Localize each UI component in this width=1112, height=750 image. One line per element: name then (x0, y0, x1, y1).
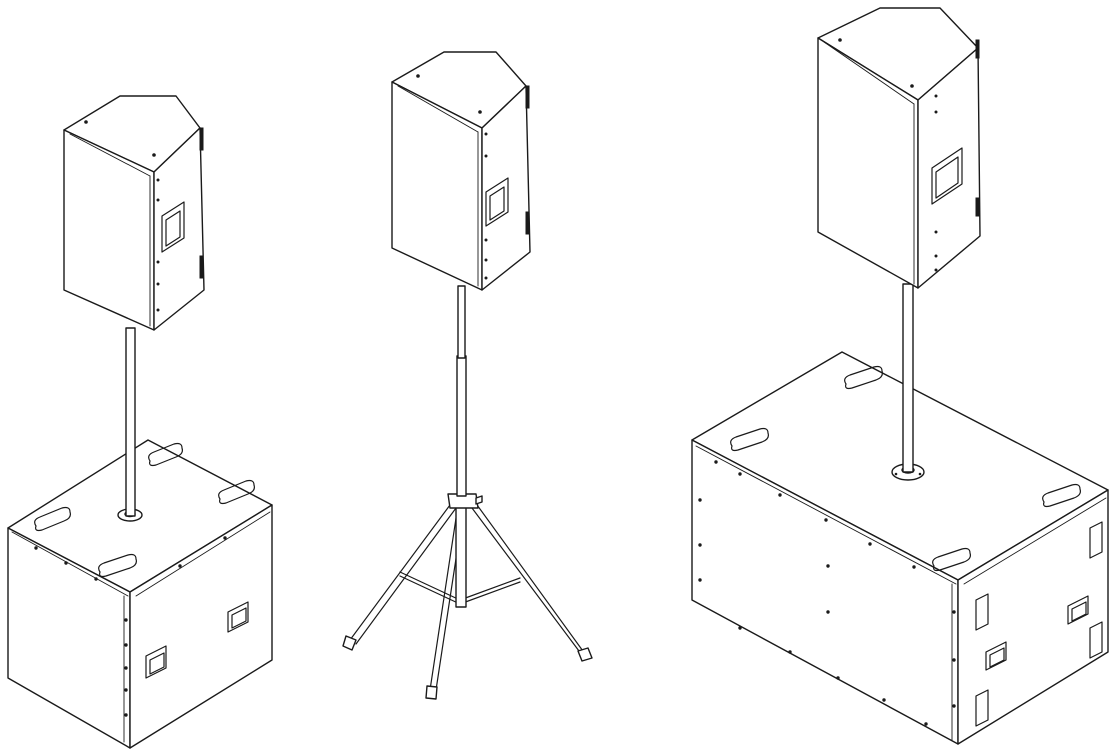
top-speaker (63, 95, 205, 331)
top-handle-slots (34, 442, 255, 578)
compact-subwoofer (7, 439, 273, 749)
top-speaker (817, 7, 981, 289)
large-subwoofer (691, 351, 1109, 745)
tripod-stand (342, 285, 593, 700)
setup-a (7, 95, 273, 749)
setup-b (342, 51, 593, 700)
top-handle-slots (730, 365, 1081, 572)
setup-c (691, 7, 1109, 745)
pole (125, 327, 136, 517)
top-speaker (391, 51, 531, 291)
pole (902, 283, 914, 473)
